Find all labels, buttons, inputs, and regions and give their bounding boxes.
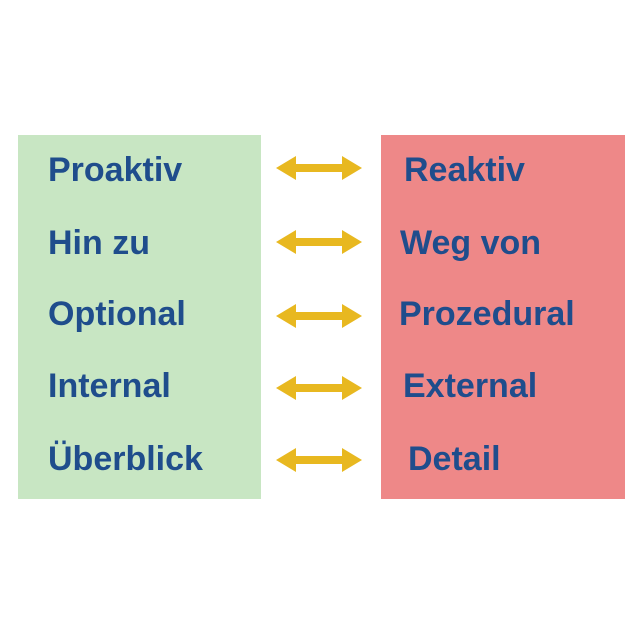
left-term-3: Optional [48, 295, 186, 333]
double-headed-arrow-icon [276, 230, 362, 254]
double-headed-arrow-icon [276, 376, 362, 400]
right-panel [381, 135, 625, 499]
double-headed-arrow-icon [276, 156, 362, 180]
double-headed-arrow-icon [276, 304, 362, 328]
left-term-2: Hin zu [48, 224, 150, 262]
left-panel [18, 135, 261, 499]
left-term-4: Internal [48, 367, 171, 405]
left-term-1: Proaktiv [48, 151, 183, 189]
double-headed-arrow-icon [276, 448, 362, 472]
right-term-1: Reaktiv [404, 151, 525, 189]
right-term-4: External [403, 367, 538, 405]
right-term-2: Weg von [400, 224, 542, 262]
right-term-3: Prozedural [399, 295, 575, 333]
right-term-5: Detail [408, 440, 501, 478]
left-term-5: Überblick [48, 440, 203, 478]
